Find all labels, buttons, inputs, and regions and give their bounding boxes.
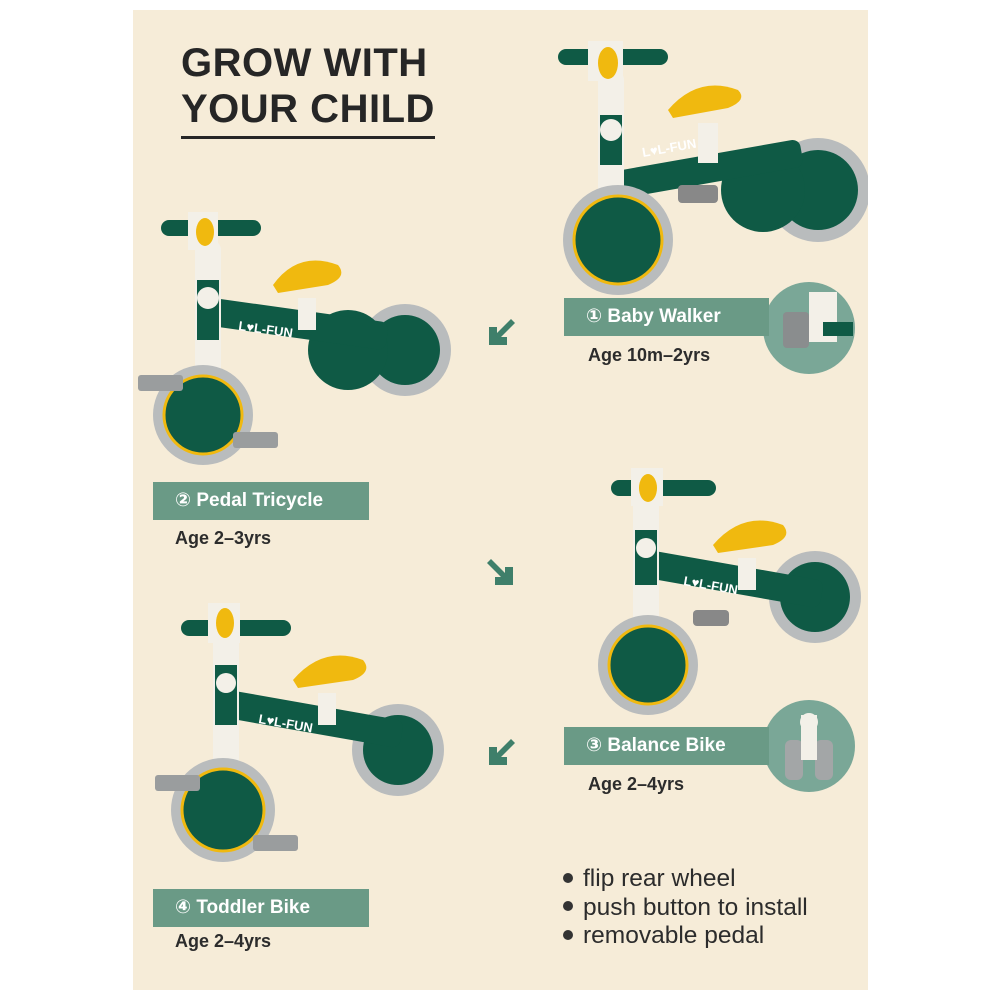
feature-item: removable pedal [563,922,863,951]
arrow-down-left-icon-2 [489,739,515,765]
walker-wheel-detail-image [763,282,855,374]
baby-walker-image: L♥L-FUN [558,41,868,295]
headline: GROW WITH YOUR CHILD [181,40,481,139]
bullet-icon [563,929,573,940]
mode-age-baby-walker: Age 10m–2yrs [588,345,711,365]
balance-bike-image: L♥L-FUN [598,468,861,715]
mode-label-baby-walker: ① Baby Walker [564,298,769,336]
feature-list: flip rear wheel push button to install r… [563,865,863,951]
mode-label-toddler-bike: ④ Toddler Bike [153,889,369,927]
headline-line2: YOUR CHILD [181,86,435,139]
balance-wheel-detail-image [763,700,855,792]
feature-item: flip rear wheel [563,865,863,894]
arrow-down-left-icon [489,319,515,345]
pedal-tricycle-image: L♥L-FUN [138,212,451,465]
bullet-icon [563,901,573,912]
mode-age-balance-bike: Age 2–4yrs [588,774,685,794]
headline-line1: GROW WITH [181,41,428,85]
toddler-bike-image: L♥L-FUN [155,603,444,862]
bullet-icon [563,872,573,883]
arrow-down-right-icon [487,559,513,585]
mode-age-toddler-bike: Age 2–4yrs [175,931,272,951]
feature-item: push button to install [563,894,863,923]
brand-logo: L♥L-FUN [641,136,697,160]
mode-label-balance-bike: ③ Balance Bike [564,727,769,765]
product-panel: GROW WITH YOUR CHILD L♥L-FUN [133,10,868,990]
mode-label-pedal-tricycle: ② Pedal Tricycle [153,482,369,520]
mode-age-pedal-tricycle: Age 2–3yrs [175,528,272,548]
